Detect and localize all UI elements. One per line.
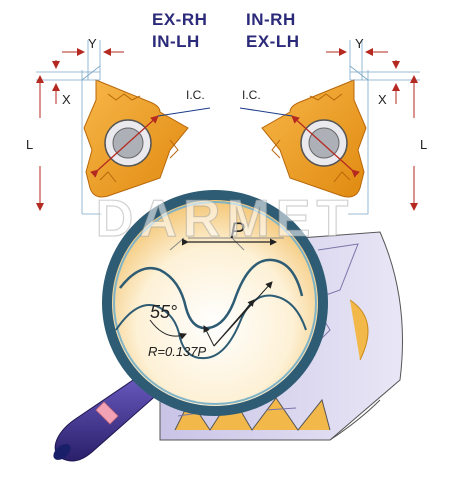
angle-arc xyxy=(149,319,187,340)
radius-leader-1 xyxy=(203,325,215,347)
left-dim-x: X xyxy=(62,92,71,107)
left-insert xyxy=(36,40,211,215)
header-left-line2: IN-LH xyxy=(152,32,200,51)
pitch-label: P xyxy=(230,218,245,243)
right-ic-label: I.C. xyxy=(242,88,261,102)
left-ic-label: I.C. xyxy=(186,88,205,102)
angle-label: 55° xyxy=(150,302,177,322)
header-right-line2: EX-LH xyxy=(246,32,300,51)
magnifier-handle xyxy=(53,373,161,462)
radius-label: R=0.137P xyxy=(148,344,207,359)
right-dim-y: Y xyxy=(355,36,364,51)
header-left-line1: EX-RH xyxy=(152,10,208,29)
left-dim-l: L xyxy=(26,137,33,152)
watermark: DARMET xyxy=(96,190,354,248)
left-dim-y: Y xyxy=(88,36,97,51)
right-insert xyxy=(239,40,420,215)
magnifier-lens xyxy=(102,190,328,416)
right-dim-l: L xyxy=(420,137,427,152)
radius-leader-3 xyxy=(213,281,273,347)
header-right-line1: IN-RH xyxy=(246,10,296,29)
right-dim-x: X xyxy=(378,92,387,107)
